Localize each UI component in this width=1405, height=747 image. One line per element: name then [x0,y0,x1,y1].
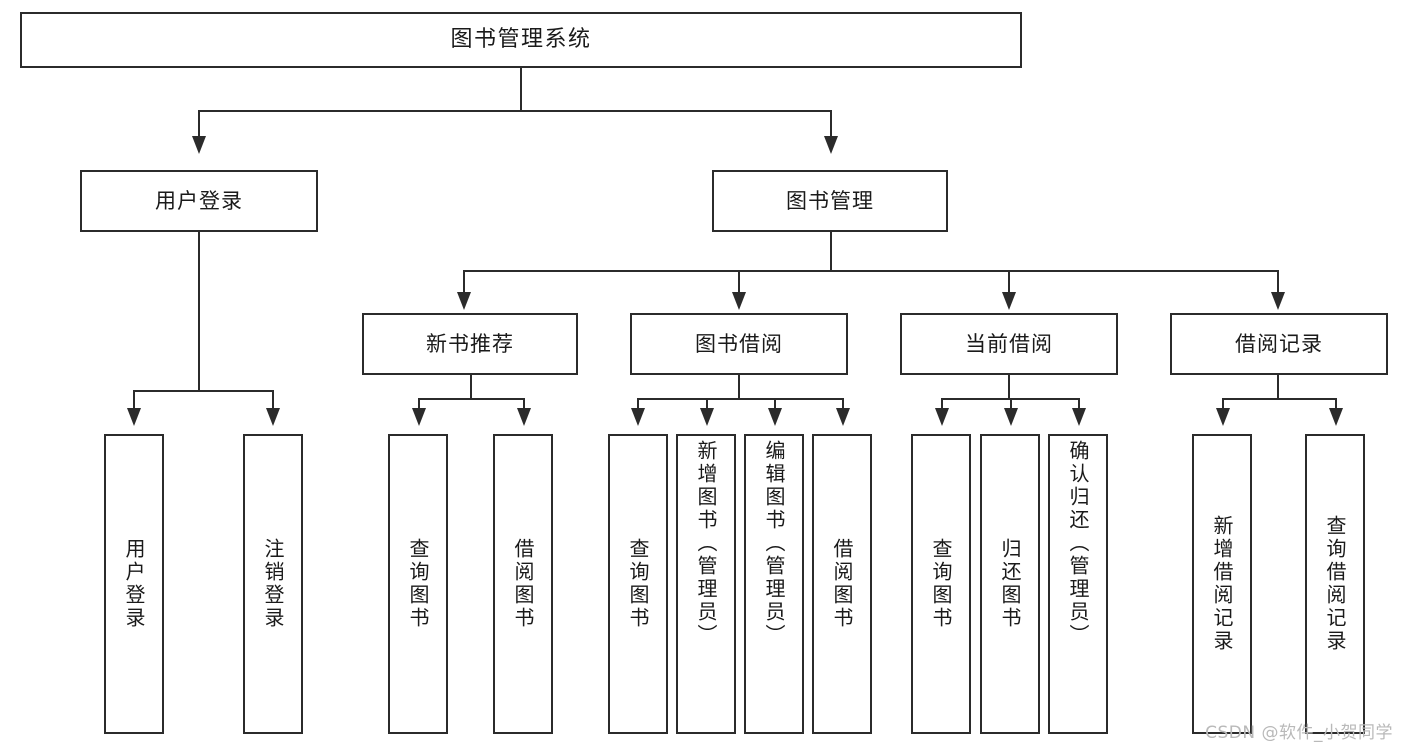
arrow-user-login [192,136,206,154]
node-label: 查询图书 [929,538,953,630]
leaf-borrow-record-query-record[interactable]: 查询借阅记录 [1305,434,1365,734]
connector-borrow-record-stem [1277,375,1279,400]
connector-book-mgmt-stem [830,232,832,272]
connector-drop-leaf-current-borrow-0 [941,398,943,410]
node-book-management[interactable]: 图书管理 [712,170,948,232]
node-label: 新增图书（管理员） [694,440,718,647]
node-label: 注销登录 [261,538,285,630]
connector-drop-leaf-current-borrow-2 [1078,398,1080,410]
connector-drop-leaf-book-borrow-2 [774,398,776,410]
connector-drop-leaf-book-borrow-0 [637,398,639,410]
node-label: 用户登录 [122,538,146,630]
node-label: 当前借阅 [965,331,1053,356]
arrow-book-borrow [732,292,746,310]
connector-drop-leaf-user-login-0 [133,390,135,410]
arrow-book-mgmt [824,136,838,154]
connector-bus-new-book-leaves [418,398,523,400]
connector-drop-leaf-borrow-record-1 [1335,398,1337,410]
connector-bus-user-login-leaves [133,390,272,392]
connector-drop-leaf-book-borrow-1 [706,398,708,410]
connector-bus-level2 [198,110,832,112]
leaf-borrow-record-add-record[interactable]: 新增借阅记录 [1192,434,1252,734]
arrow-leaf-new-book-1 [517,408,531,426]
arrow-leaf-current-borrow-1 [1004,408,1018,426]
leaf-book-borrow-edit-book[interactable]: 编辑图书（管理员） [744,434,804,734]
arrow-leaf-user-login-0 [127,408,141,426]
arrow-leaf-current-borrow-0 [935,408,949,426]
node-label: 编辑图书（管理员） [762,440,786,647]
arrow-borrow-record [1271,292,1285,310]
arrow-leaf-book-borrow-1 [700,408,714,426]
leaf-book-borrow-borrow-book[interactable]: 借阅图书 [812,434,872,734]
connector-drop-user-login [198,110,200,138]
node-label: 借阅记录 [1235,331,1323,356]
node-label: 查询借阅记录 [1323,515,1347,653]
node-current-borrow[interactable]: 当前借阅 [900,313,1118,375]
leaf-book-borrow-query-book[interactable]: 查询图书 [608,434,668,734]
connector-drop-borrow-record [1277,270,1279,294]
connector-drop-leaf-new-book-0 [418,398,420,410]
node-label: 新增借阅记录 [1210,515,1234,653]
arrow-current-borrow [1002,292,1016,310]
node-label: 确认归还（管理员） [1066,440,1090,647]
arrow-leaf-new-book-0 [412,408,426,426]
node-label: 图书管理系统 [450,27,592,53]
node-label: 新书推荐 [426,331,514,356]
connector-new-book-stem [470,375,472,400]
node-root-system[interactable]: 图书管理系统 [20,12,1022,68]
arrow-leaf-current-borrow-2 [1072,408,1086,426]
node-label: 查询图书 [626,538,650,630]
arrow-leaf-user-login-1 [266,408,280,426]
node-book-borrow[interactable]: 图书借阅 [630,313,848,375]
leaf-current-borrow-confirm-return[interactable]: 确认归还（管理员） [1048,434,1108,734]
leaf-new-book-borrow-book[interactable]: 借阅图书 [493,434,553,734]
connector-drop-current-borrow [1008,270,1010,294]
connector-bus-borrow-record-leaves [1222,398,1335,400]
connector-book-borrow-stem [738,375,740,400]
connector-bus-book-borrow-leaves [637,398,844,400]
arrow-leaf-borrow-record-1 [1329,408,1343,426]
leaf-book-borrow-add-book[interactable]: 新增图书（管理员） [676,434,736,734]
node-label: 查询图书 [406,538,430,630]
node-label: 归还图书 [998,538,1022,630]
node-label: 图书管理 [786,188,874,213]
connector-user-login-stem [198,232,200,392]
leaf-new-book-query-book[interactable]: 查询图书 [388,434,448,734]
connector-drop-leaf-current-borrow-1 [1010,398,1012,410]
leaf-current-borrow-return-book[interactable]: 归还图书 [980,434,1040,734]
connector-drop-leaf-borrow-record-0 [1222,398,1224,410]
arrow-leaf-book-borrow-3 [836,408,850,426]
leaf-current-borrow-query-book[interactable]: 查询图书 [911,434,971,734]
connector-drop-new-book [463,270,465,294]
arrow-new-book [457,292,471,310]
arrow-leaf-borrow-record-0 [1216,408,1230,426]
node-user-login[interactable]: 用户登录 [80,170,318,232]
node-label: 借阅图书 [830,538,854,630]
leaf-user-login-user-login[interactable]: 用户登录 [104,434,164,734]
node-label: 用户登录 [155,188,243,213]
arrow-leaf-book-borrow-2 [768,408,782,426]
arrow-leaf-book-borrow-0 [631,408,645,426]
connector-drop-leaf-book-borrow-3 [842,398,844,410]
node-label: 借阅图书 [511,538,535,630]
connector-drop-book-mgmt [830,110,832,138]
leaf-user-login-logout[interactable]: 注销登录 [243,434,303,734]
connector-root-stem [520,68,522,110]
connector-drop-book-borrow [738,270,740,294]
connector-drop-leaf-user-login-1 [272,390,274,410]
node-borrow-record[interactable]: 借阅记录 [1170,313,1388,375]
connector-current-borrow-stem [1008,375,1010,400]
connector-bus-level3 [463,270,1277,272]
node-label: 图书借阅 [695,331,783,356]
node-new-book-recommend[interactable]: 新书推荐 [362,313,578,375]
connector-drop-leaf-new-book-1 [523,398,525,410]
